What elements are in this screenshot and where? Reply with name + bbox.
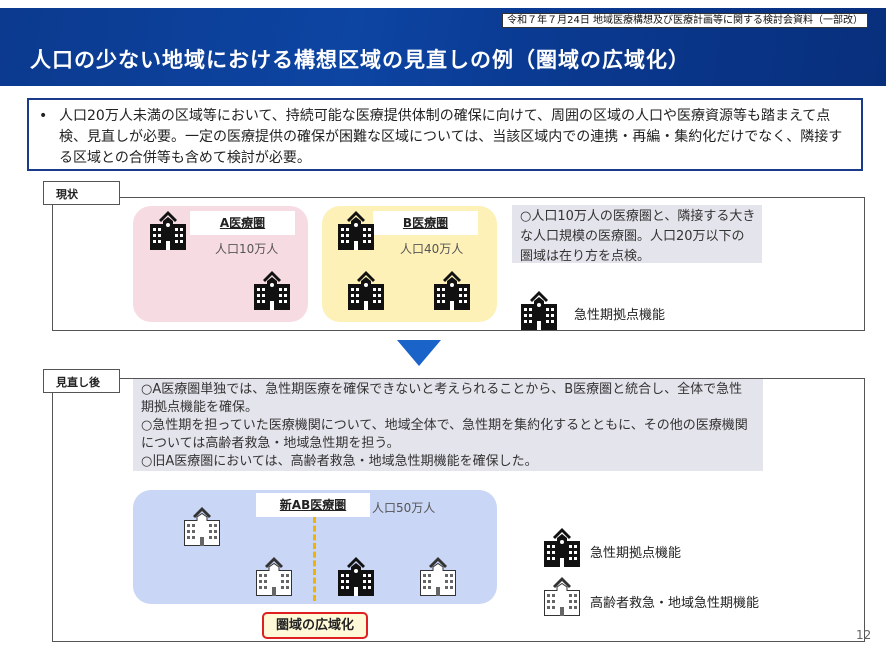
hospital-acute-icon <box>146 210 190 250</box>
hospital-acute-icon <box>334 210 378 250</box>
summary-box: • 人口20万人未満の区域等において、持続可能な医療提供体制の確保に向けて、周囲… <box>27 98 863 171</box>
current-note: ○人口10万人の医療圏と、隣接する大きな人口規模の医療圏。人口20万以下の圏域は… <box>512 205 762 264</box>
hospital-acute-icon <box>540 527 584 567</box>
hospital-acute-icon <box>334 556 378 596</box>
hospital-acute-icon <box>430 270 474 310</box>
after-notes: ○A医療圏単独では、急性期医療を確保できないと考えられることから、B医療圏と統合… <box>133 379 763 471</box>
hospital-elderly-icon <box>252 556 296 596</box>
legend-elderly-label: 高齢者救急・地域急性期機能 <box>590 596 760 611</box>
after-tab-label: 見直し後 <box>43 369 120 393</box>
area-a-name: A医療圏 <box>190 211 295 235</box>
hospital-acute-icon <box>344 270 388 310</box>
area-b-name: B医療圏 <box>373 211 478 235</box>
hospital-acute-icon <box>250 270 294 310</box>
after-note: ○旧A医療圏においては、高齢者救急・地域急性期機能を確保した。 <box>141 454 538 469</box>
current-frame <box>52 197 865 331</box>
hospital-acute-icon <box>517 290 561 330</box>
area-ab-name: 新AB医療圏 <box>256 493 370 517</box>
after-frame <box>52 378 865 642</box>
former-boundary-line <box>313 517 316 601</box>
hospital-elderly-icon <box>540 576 584 616</box>
area-b-population: 人口40万人 <box>400 242 464 256</box>
area-ab-population: 人口50万人 <box>372 501 436 515</box>
page-title: 人口の少ない地域における構想区域の見直しの例（圏域の広域化） <box>30 48 690 72</box>
legend-acute-label: 急性期拠点機能 <box>590 546 682 561</box>
source-label: 令和７年７月24日 地域医療構想及び医療計画等に関する検討会資料（一部改） <box>502 13 868 28</box>
current-tab-label: 現状 <box>43 181 120 205</box>
after-note: ○急性期を担っていた医療機関について、地域全体で、急性期を集約化するとともに、そ… <box>141 418 748 451</box>
bullet-marker: • <box>39 108 48 124</box>
legend-acute-label: 急性期拠点機能 <box>574 308 666 323</box>
down-arrow-icon <box>397 340 441 366</box>
after-note: ○A医療圏単独では、急性期医療を確保できないと考えられることから、B医療圏と統合… <box>141 382 743 415</box>
hospital-elderly-icon <box>180 506 224 546</box>
hospital-elderly-icon <box>416 556 460 596</box>
area-a-population: 人口10万人 <box>215 242 279 256</box>
page-number: 12 <box>856 628 872 642</box>
summary-text: 人口20万人未満の区域等において、持続可能な医療提供体制の確保に向けて、周囲の区… <box>59 108 843 166</box>
highlight-badge: 圏域の広域化 <box>262 612 368 639</box>
